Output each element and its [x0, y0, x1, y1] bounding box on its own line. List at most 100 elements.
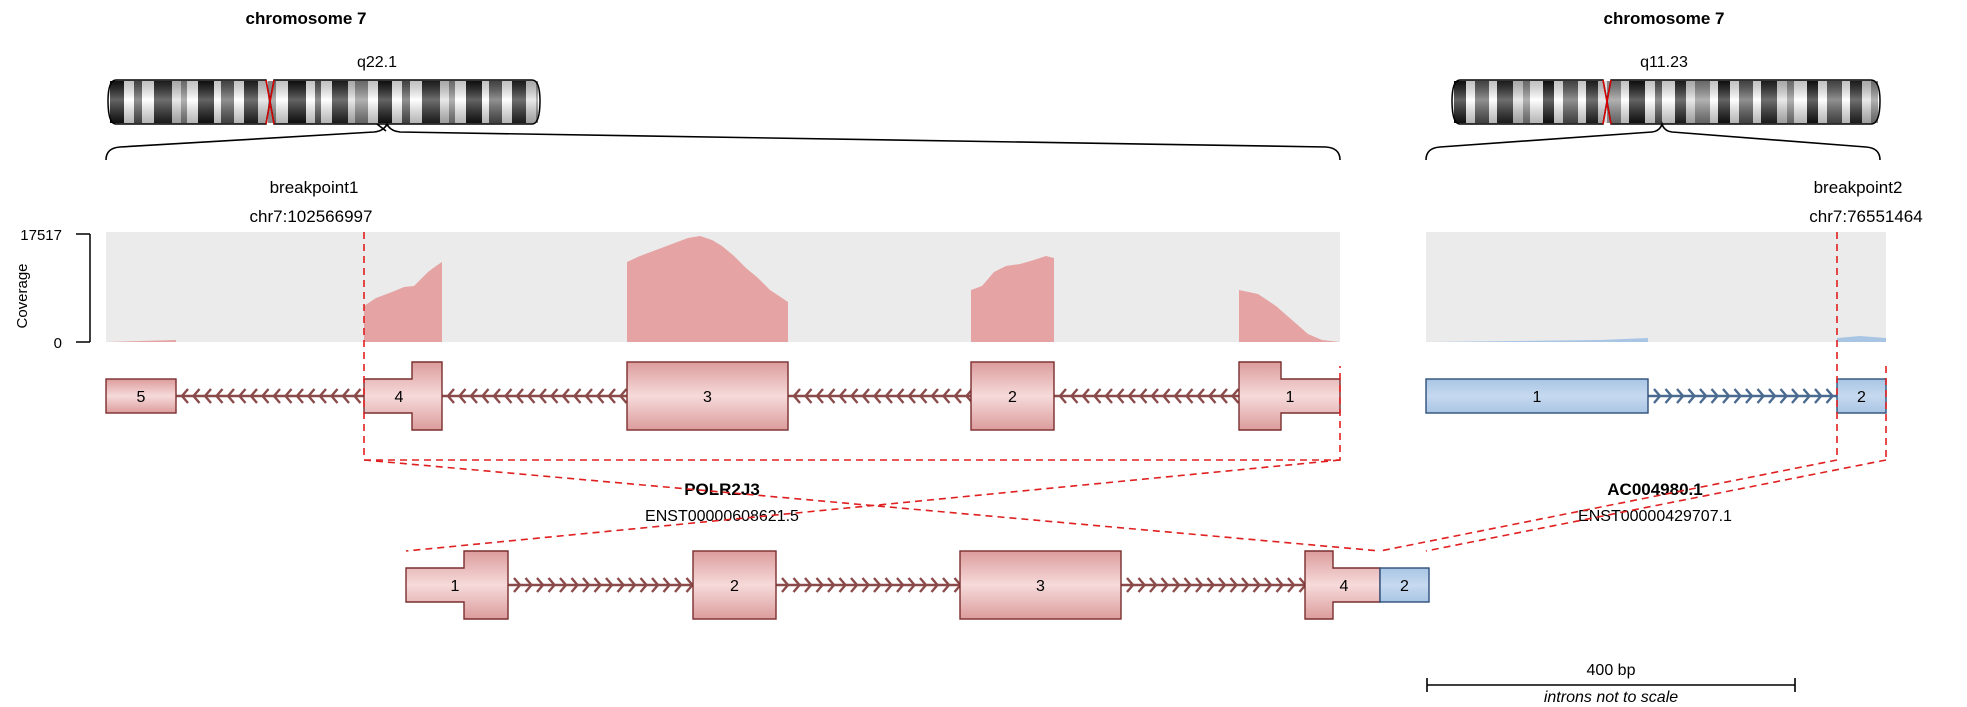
intron-chevron [838, 577, 848, 593]
coverage-axis [76, 233, 91, 343]
intron-chevron [572, 388, 582, 404]
intron-chevron [930, 577, 940, 593]
intron-chevron [593, 577, 603, 593]
fusion-exon-5-right-gene-label: 2 [1400, 578, 1409, 595]
intron-chevron [941, 388, 951, 404]
intron-chevron [1699, 388, 1708, 404]
intron-chevron [884, 577, 894, 593]
intron-chevron [1802, 388, 1812, 404]
intron-chevron [1230, 388, 1240, 404]
intron-chevron [953, 388, 962, 404]
intron-chevron [515, 388, 524, 404]
gene-left-exon-2-label: 2 [1008, 389, 1017, 406]
intron-chevron [524, 577, 534, 593]
coverage-axis-label: Coverage [14, 263, 31, 328]
intron-chevron [1745, 388, 1754, 404]
intron-chevron [1092, 388, 1102, 404]
gene-right-exon-2-label: 2 [1857, 389, 1866, 406]
breakpoint1-position: chr7:102566997 [250, 207, 373, 226]
intron-chevron [1206, 577, 1216, 593]
gene-left-exon-4-label: 4 [395, 389, 404, 406]
intron-chevron [469, 388, 478, 404]
gene-left-exon-3-label: 3 [703, 389, 712, 406]
intron-chevron [1710, 388, 1720, 404]
intron-chevron [492, 388, 501, 404]
intron-chevron [873, 577, 882, 593]
gene-left-exon-2: 2 [970, 361, 1055, 431]
coverage-area-exon-5 [106, 340, 176, 342]
breakpoint2-label: breakpoint2 [1814, 178, 1903, 197]
intron-chevron [1137, 577, 1147, 593]
intron-chevron [1173, 388, 1182, 404]
intron-chevron [781, 577, 790, 593]
fusion-exon-5-right-gene: 2 [1379, 567, 1430, 603]
intron-chevron [861, 577, 871, 593]
left-chromosome-ideogram [107, 79, 541, 125]
gene-right-exon-1-label: 1 [1533, 389, 1542, 406]
intron-chevron [628, 577, 637, 593]
right-band-label: q11.23 [1640, 54, 1688, 71]
intron-chevron [607, 388, 616, 404]
intron-chevron [1768, 388, 1777, 404]
intron-chevron [1791, 388, 1800, 404]
intron-chevron [918, 388, 928, 404]
intron-chevron [1653, 388, 1662, 404]
gene-right-transcript: ENST00000429707.1 [1578, 508, 1732, 525]
intron-chevron [1104, 388, 1113, 404]
intron-chevron [895, 388, 905, 404]
gene-left-name: POLR2J3 [684, 480, 760, 499]
intron-chevron [1172, 577, 1181, 593]
intron-chevron [503, 388, 513, 404]
intron-chevron [480, 388, 490, 404]
intron-chevron [547, 577, 557, 593]
intron-chevron [226, 388, 235, 404]
intron-chevron [318, 388, 327, 404]
intron-chevron [549, 388, 559, 404]
intron-chevron [1160, 577, 1170, 593]
fusion-exon-2-label: 2 [730, 578, 739, 595]
intron-chevron [662, 577, 672, 593]
coverage-area-right-exon-1 [1426, 338, 1648, 342]
intron-chevron [896, 577, 905, 593]
intron-chevron [1196, 388, 1205, 404]
intron-chevron [930, 388, 939, 404]
intron-chevron [884, 388, 893, 404]
intron-chevron [295, 388, 304, 404]
intron-chevron [872, 388, 882, 404]
intron-chevron [605, 577, 614, 593]
intron-chevron [559, 577, 568, 593]
fusion-exon-1-label: 1 [451, 578, 460, 595]
intron-chevron [513, 577, 522, 593]
breakpoint1-label: breakpoint1 [270, 178, 359, 197]
intron-chevron [1150, 388, 1159, 404]
intron-chevron [561, 388, 570, 404]
intron-chevron [1138, 388, 1148, 404]
intron-chevron [1756, 388, 1766, 404]
intron-chevron [1126, 577, 1135, 593]
breakpoint2-position: chr7:76551464 [1809, 207, 1922, 226]
scale-bar-note: introns not to scale [1544, 689, 1678, 706]
intron-chevron [1779, 388, 1789, 404]
intron-chevron [1264, 577, 1273, 593]
intron-chevron [341, 388, 350, 404]
left-zoom-brace [105, 121, 1341, 161]
intron-chevron [1722, 388, 1731, 404]
intron-chevron [570, 577, 580, 593]
gene-right-exon-1: 1 [1425, 378, 1649, 414]
intron-chevron [1825, 388, 1835, 404]
gene-left-exon-4: 4 [363, 361, 443, 431]
scale-bar-label: 400 bp [1587, 662, 1636, 679]
intron-chevron [1275, 577, 1285, 593]
intron-chevron [618, 388, 628, 404]
gene-left-exon-5-label: 5 [137, 389, 146, 406]
intron-chevron [1161, 388, 1171, 404]
intron-chevron [1127, 388, 1136, 404]
gene-left-exon-5: 5 [105, 378, 177, 414]
gene-right-name: AC004980.1 [1607, 480, 1702, 499]
intron-chevron [526, 388, 536, 404]
breakpoint-dashed-lines [363, 232, 1887, 552]
intron-chevron [446, 388, 455, 404]
